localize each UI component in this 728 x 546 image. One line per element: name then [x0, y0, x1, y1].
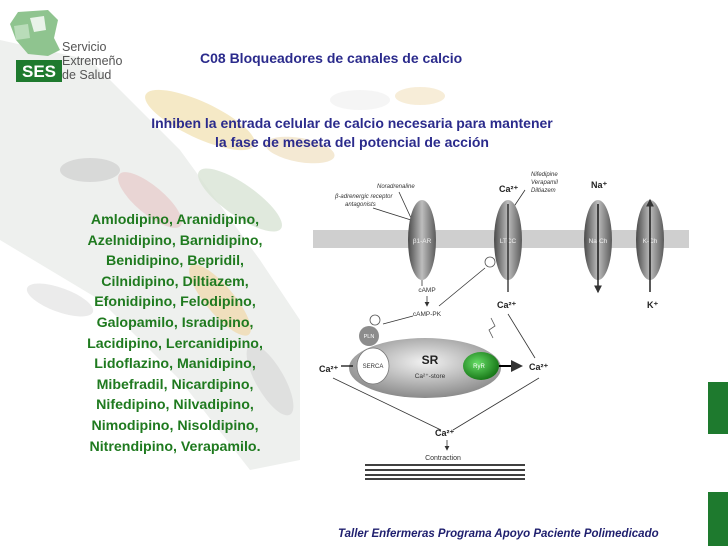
ca-store-label: Ca²⁺-store	[415, 373, 446, 380]
extremadura-map-icon	[10, 10, 60, 56]
drug-list-item: Efonidipino, Felodipino,	[60, 292, 290, 313]
ryr-label: RyR	[473, 364, 485, 370]
noradrenaline-arrow	[399, 192, 411, 218]
ca-left-label: Ca²⁺	[319, 364, 339, 374]
ca-top-label: Ca²⁺	[499, 184, 519, 194]
subtitle-line2: la fase de meseta del potencial de acció…	[72, 133, 632, 152]
serca-label: SERCA	[363, 364, 384, 370]
drug-list-item: Lacidipino, Lercanidipino,	[60, 334, 290, 355]
camp-label: cAMP	[418, 287, 435, 294]
beta1-ar-label: β1-AR	[413, 238, 432, 245]
decorative-green-bar	[708, 382, 728, 434]
ccb-label: Nifedipine Verapamil Diltiazem	[531, 172, 559, 194]
ca-bottom-label: Ca²⁺	[435, 428, 455, 438]
ca-trigger-zigzag	[489, 318, 495, 338]
sr-label: SR	[422, 353, 439, 367]
ltcc-phospho-icon	[485, 257, 495, 267]
ca-mid-label: Ca²⁺	[497, 300, 517, 310]
contraction-label: Contraction	[425, 455, 461, 462]
pln-label: PLN	[364, 334, 375, 340]
campk-label: cAMP-PK	[413, 311, 442, 318]
drug-list-item: Azelnidipino, Barnidipino,	[60, 231, 290, 252]
subtitle-line1: Inhiben la entrada celular de calcio nec…	[72, 114, 632, 133]
drug-list-item: Amlodipino, Aranidipino,	[60, 210, 290, 231]
logo-line2: Extremeño	[62, 54, 122, 68]
drug-list-item: Lidoflazino, Manidipino,	[60, 354, 290, 375]
ca-right-label: Ca²⁺	[529, 362, 549, 372]
ca-mid-to-right-line	[508, 314, 535, 358]
drug-list: Amlodipino, Aranidipino, Azelnidipino, B…	[60, 210, 290, 457]
drug-list-item: Galopamilo, Isradipino,	[60, 313, 290, 334]
page-title: C08 Bloqueadores de canales de calcio	[200, 50, 560, 66]
pln-phospho-icon	[370, 315, 380, 325]
campk-to-pln-line	[383, 316, 413, 324]
drug-list-item: Cilnidipino, Diltiazem,	[60, 272, 290, 293]
logo-text: Servicio Extremeño de Salud	[62, 40, 122, 82]
drug-list-item: Nimodipino, Nisoldipino,	[60, 416, 290, 437]
k-label: K⁺	[647, 300, 658, 310]
drug-list-item: Mibefradil, Nicardipino,	[60, 375, 290, 396]
logo-line3: de Salud	[62, 68, 122, 82]
footer-text: Taller Enfermeras Programa Apoyo Pacient…	[338, 528, 659, 540]
myofilaments	[365, 465, 525, 479]
logo-line1: Servicio	[62, 40, 122, 54]
drug-list-item: Nitrendipino, Verapamilo.	[60, 437, 290, 458]
diagram-svg: β-adrenergic receptor antagonists Noradr…	[313, 168, 689, 480]
calcium-channel-diagram: β-adrenergic receptor antagonists Noradr…	[313, 168, 689, 480]
decorative-green-bar	[708, 492, 728, 546]
logo-abbr: SES	[22, 62, 56, 81]
drug-list-item: Nifedipino, Nilvadipino,	[60, 395, 290, 416]
na-top-label: Na⁺	[591, 180, 608, 190]
drug-list-item: Benidipino, Bepridil,	[60, 251, 290, 272]
beta-antagonist-label: β-adrenergic receptor antagonists	[334, 194, 394, 208]
noradrenaline-label: Noradrenaline	[377, 184, 415, 190]
campk-to-ltcc-line	[439, 268, 485, 306]
subtitle: Inhiben la entrada celular de calcio nec…	[72, 114, 632, 152]
antagonist-line	[373, 208, 411, 220]
